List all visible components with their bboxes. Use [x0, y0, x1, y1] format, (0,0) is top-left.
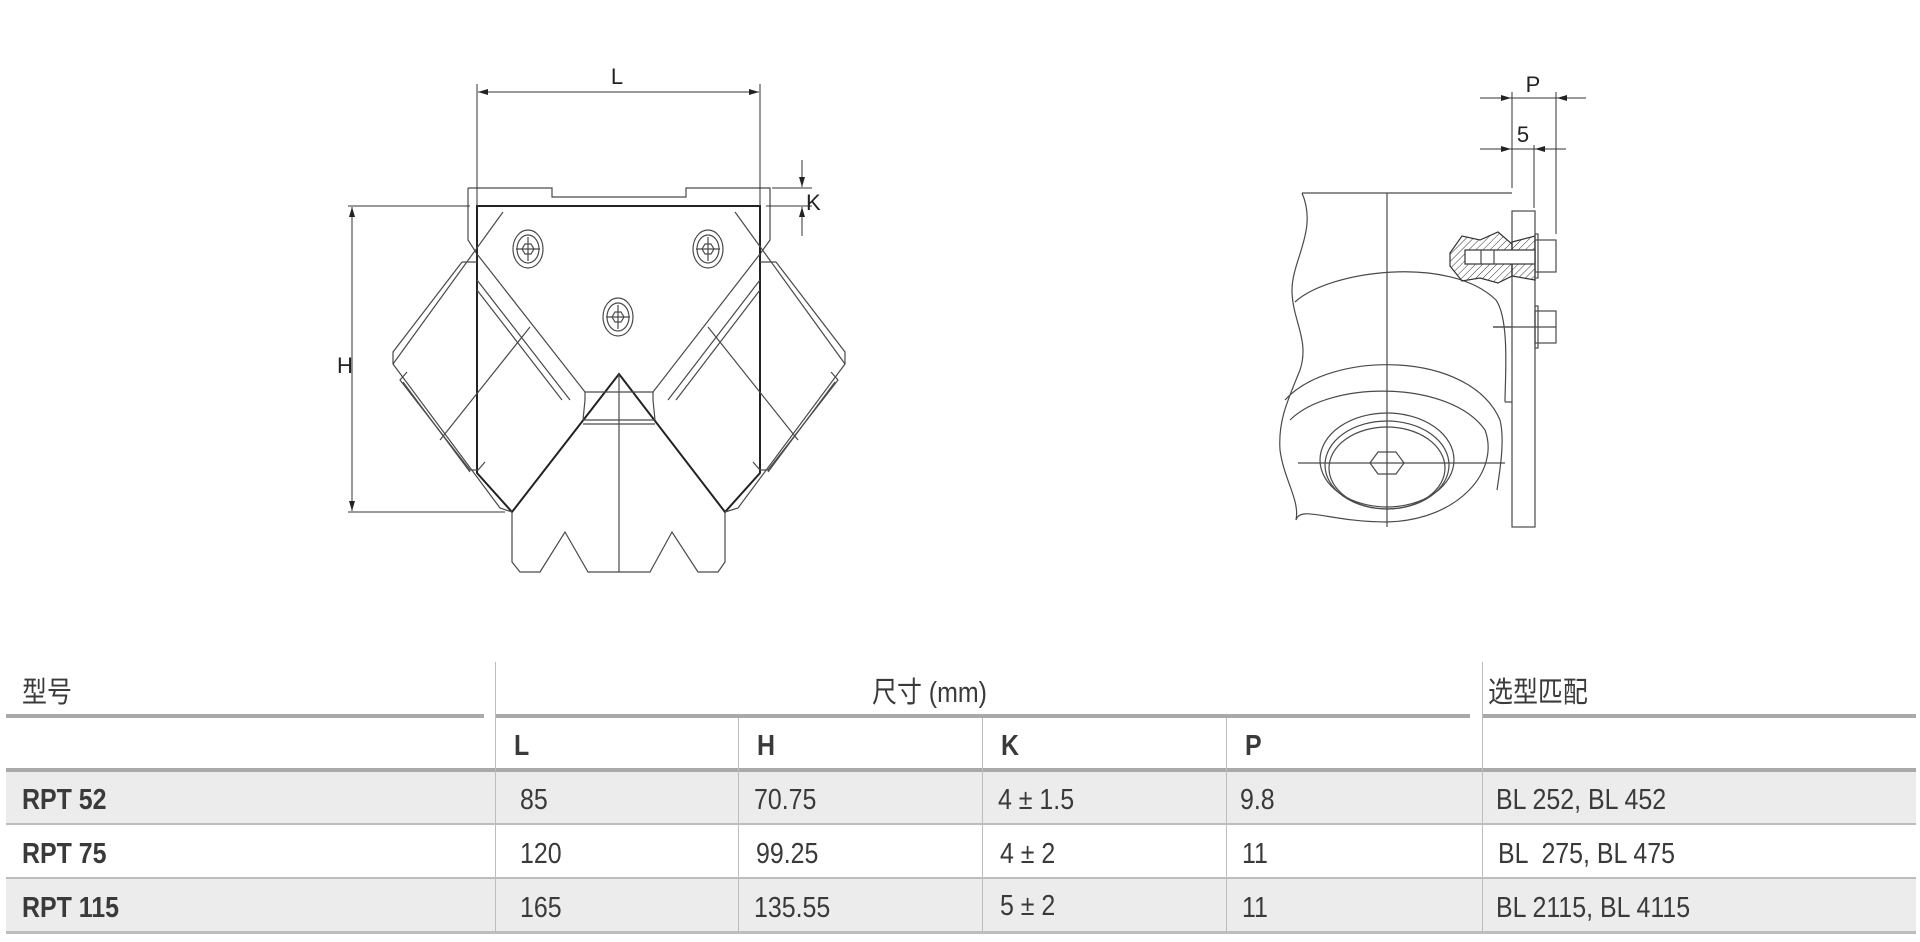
cell-match: BL 275, BL 475 — [1498, 838, 1676, 870]
dimension-table: 型号 尺寸 (mm) 选型匹配 L H K P RPT 52 85 70.75 … — [6, 662, 1916, 934]
row-rule — [6, 877, 1916, 879]
header-dimensions: 尺寸 (mm) — [872, 677, 987, 709]
side-view: P 5 — [1279, 72, 1586, 528]
cell-H: 135.55 — [754, 892, 831, 924]
bolt-icon — [602, 297, 634, 337]
cell-K: 5 ± 2 — [1000, 890, 1056, 922]
header-H: H — [757, 730, 776, 762]
row-rule — [6, 931, 1916, 934]
header-rule — [6, 714, 484, 718]
header-rule — [495, 714, 1470, 718]
header-rule — [6, 768, 1916, 772]
bolt-icon — [512, 229, 544, 269]
cell-model: RPT 52 — [22, 784, 107, 816]
header-L: L — [514, 730, 530, 762]
table-row-bg — [6, 771, 1916, 825]
header-match: 选型匹配 — [1488, 677, 1588, 709]
column-divider — [1226, 718, 1227, 932]
cell-H: 70.75 — [754, 784, 817, 816]
column-divider — [738, 718, 739, 932]
cell-K: 4 ± 2 — [1000, 838, 1056, 870]
front-view: L H K — [337, 64, 846, 573]
cell-L: 165 — [520, 892, 562, 924]
cell-match: BL 252, BL 452 — [1496, 784, 1667, 816]
cell-P: 9.8 — [1240, 784, 1275, 816]
header-K: K — [1001, 730, 1020, 762]
cell-P: 11 — [1242, 892, 1268, 924]
row-rule — [6, 823, 1916, 825]
header-model: 型号 — [22, 677, 72, 709]
dim-label-P: P — [1526, 72, 1541, 97]
header-P: P — [1245, 730, 1262, 762]
cell-L: 85 — [520, 784, 548, 816]
technical-drawing: L H K — [337, 64, 1586, 573]
column-divider — [1482, 662, 1483, 932]
dim-label-L: L — [611, 64, 623, 89]
cell-match: BL 2115, BL 4115 — [1496, 892, 1691, 924]
cell-P: 11 — [1242, 838, 1268, 870]
cell-model: RPT 115 — [22, 892, 120, 924]
column-divider — [495, 662, 496, 932]
dim-label-K: K — [806, 190, 821, 215]
column-divider — [982, 718, 983, 932]
dim-label-H: H — [337, 353, 353, 378]
cell-K: 4 ± 1.5 — [998, 784, 1075, 816]
cell-model: RPT 75 — [22, 838, 107, 870]
bolt-icon — [692, 229, 724, 269]
cell-H: 99.25 — [756, 838, 819, 870]
cell-L: 120 — [520, 838, 562, 870]
table-row-bg — [6, 879, 1916, 933]
dim-label-5: 5 — [1517, 122, 1529, 147]
header-rule — [1482, 714, 1916, 718]
